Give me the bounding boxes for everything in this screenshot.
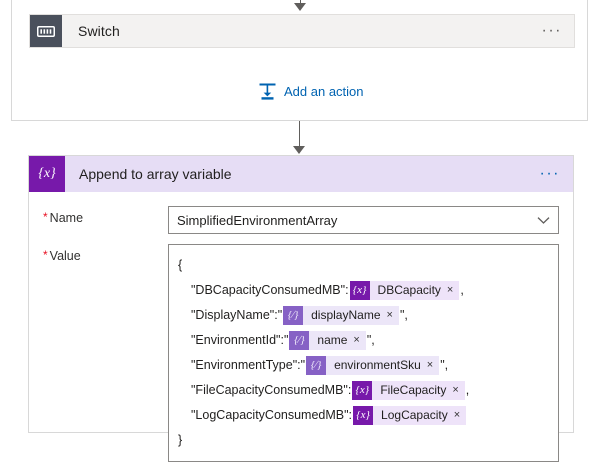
token-remove-icon[interactable]: × [453,409,461,421]
token-label: name [317,333,348,347]
switch-card-menu-button[interactable]: ··· [541,22,562,39]
json-comma: , [460,283,464,297]
json-comma: , [404,308,408,322]
json-property-line: "EnvironmentId": "{∕}name×", [178,328,549,353]
token-body: DBCapacity × [369,281,460,300]
json-close-brace: } [178,428,549,453]
token-remove-icon[interactable]: × [446,284,454,296]
json-property-line: "FileCapacityConsumedMB": {x}FileCapacit… [178,378,549,403]
value-field-label-wrap: * Value [43,244,168,264]
name-field-row: * Name SimplifiedEnvironmentArray [29,206,573,234]
token-body: environmentSku × [326,356,440,375]
variable-token-chip[interactable]: {x} LogCapacity × [353,406,467,425]
name-field-label-wrap: * Name [43,206,168,226]
append-card-header[interactable]: {x} Append to array variable ··· [29,156,573,192]
token-label: DBCapacity [377,283,441,297]
token-body: displayName × [303,306,399,325]
expression-token-chip[interactable]: {∕} displayName × [283,306,399,325]
expression-braces-icon: {∕} [306,356,327,375]
json-property-key: "FileCapacityConsumedMB": [191,383,352,397]
add-an-action-label: Add an action [284,84,364,99]
connector-arrow-into-append [293,146,305,154]
name-field-label: Name [49,211,84,225]
append-to-array-variable-card: {x} Append to array variable ··· * Name … [28,155,574,462]
variable-braces-glyph: {x} [38,166,56,181]
value-required-marker: * [43,248,48,262]
token-body: LogCapacity × [373,406,467,425]
json-open-brace-text: { [178,258,183,272]
switch-control-icon [30,15,62,47]
name-input-value: SimplifiedEnvironmentArray [177,212,338,228]
json-close-brace-text: } [178,433,183,447]
token-remove-icon[interactable]: × [386,309,393,321]
json-quote-close: " [366,333,372,347]
insert-step-icon [258,82,277,101]
switch-action-card[interactable]: Switch ··· [29,14,575,48]
switch-card-title: Switch [78,23,120,39]
json-quote-open: " [277,308,283,322]
json-property-key: "LogCapacityConsumedMB": [191,408,353,422]
json-property-key: "DBCapacityConsumedMB": [191,283,349,297]
json-property-line: "EnvironmentType": "{∕}environmentSku×", [178,353,549,378]
json-property-line: "LogCapacityConsumedMB": {x} LogCapacity × [178,403,549,428]
json-quote-open: " [300,358,306,372]
token-label: displayName [311,308,381,322]
variable-token-chip[interactable]: {x} DBCapacity × [349,281,460,300]
add-an-action-button[interactable]: Add an action [258,82,364,101]
token-body: name × [309,331,366,350]
connector-arrow-into-switch [294,3,306,11]
expression-token-chip[interactable]: {∕} name × [289,331,366,350]
json-quote-close: " [440,358,445,372]
json-property-key: "DisplayName": [191,308,278,322]
token-remove-icon[interactable]: × [426,359,434,371]
token-body: FileCapacity × [372,381,465,400]
variable-token-chip[interactable]: {x} FileCapacity × [352,381,465,400]
json-quote-close: " [399,308,405,322]
expression-braces-icon: {∕} [289,331,310,350]
json-lines-container: "DBCapacityConsumedMB": {x}DBCapacity×,"… [178,278,549,428]
json-property-line: "DBCapacityConsumedMB": {x} DBCapacity ×, [178,278,549,303]
json-comma: , [465,383,470,397]
json-comma: , [371,333,375,347]
name-input[interactable]: SimplifiedEnvironmentArray [168,206,559,234]
expression-token-chip[interactable]: {∕} environmentSku × [306,356,440,375]
json-quote-open: " [283,333,289,347]
json-property-line: "DisplayName": "{∕}displayName×", [178,303,549,328]
token-remove-icon[interactable]: × [452,384,459,396]
token-label: LogCapacity [381,408,448,422]
variable-braces-icon: {x} [29,156,65,192]
variable-braces-icon: {x} [352,381,373,400]
value-field-label: Value [49,249,81,263]
value-field-row: * Value { "DBCapacityConsumedMB": {x}DBC… [29,244,573,462]
name-required-marker: * [43,210,48,224]
token-remove-icon[interactable]: × [353,334,360,346]
json-open-brace: { [178,253,549,278]
json-property-key: "EnvironmentType": [191,358,301,372]
json-comma: , [444,358,449,372]
chevron-down-icon[interactable] [537,216,550,225]
switch-scope-container: Switch ··· Add an action [11,0,588,121]
append-card-title: Append to array variable [79,166,232,182]
append-card-menu-button[interactable]: ··· [539,165,560,182]
value-json-editor[interactable]: { "DBCapacityConsumedMB": {x} DBCapacity ×… [168,244,559,462]
expression-braces-icon: {∕} [283,306,304,325]
token-label: environmentSku [334,358,421,372]
connector-line-into-append [299,121,300,149]
variable-braces-icon: {x} [353,406,374,425]
token-label: FileCapacity [380,383,447,397]
flow-designer-canvas: Switch ··· Add an action {x} Append t [11,0,588,462]
variable-braces-icon: {x} [349,281,370,300]
json-property-key: "EnvironmentId": [191,333,284,347]
